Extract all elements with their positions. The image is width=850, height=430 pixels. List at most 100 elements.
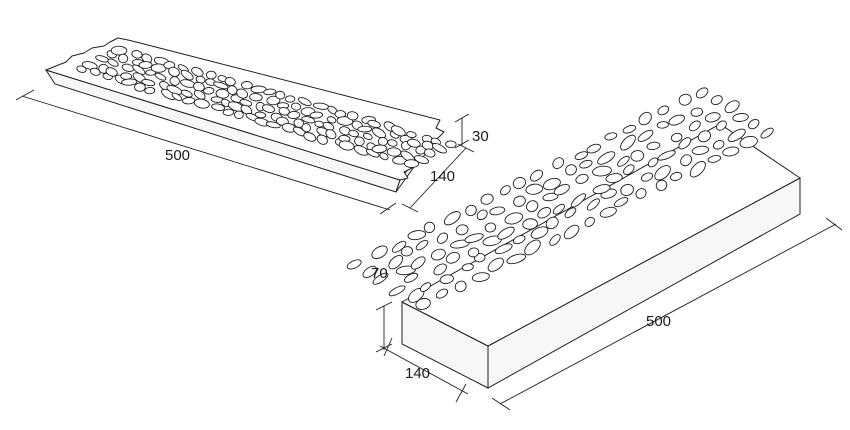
flat-grate-hole xyxy=(445,140,457,149)
block-grate-hole xyxy=(489,206,506,216)
block-height-label: 70 xyxy=(371,265,388,282)
flat-grate-hole xyxy=(301,116,316,124)
block-width-tick-b xyxy=(455,383,467,403)
block-grate-hole xyxy=(630,150,645,162)
flat-grate-hole xyxy=(182,97,196,105)
flat-length-tick-right xyxy=(379,202,397,215)
flat-grate-hole xyxy=(144,86,156,95)
block-grate-hole xyxy=(552,203,565,215)
flat-grate-hole xyxy=(224,77,236,87)
block-grate-hole xyxy=(391,240,407,253)
block-grate-hole xyxy=(388,285,406,297)
block-grate-hole xyxy=(623,164,635,176)
block-length-dimension-line xyxy=(499,223,837,405)
block-grate-hole xyxy=(467,247,480,258)
flat-grate-hole xyxy=(371,144,388,154)
block-grate-hole xyxy=(464,233,484,243)
flat-height-tick-a xyxy=(454,113,470,123)
block-grate-hole xyxy=(724,100,740,114)
block-grate-hole xyxy=(530,226,549,239)
flat-grate-hole xyxy=(215,88,230,99)
flat-grate-hole xyxy=(266,95,281,106)
flat-grate-hole xyxy=(291,102,302,111)
block-grate-hole xyxy=(604,132,618,141)
block-grate-hole xyxy=(372,272,389,285)
block-grate-hole xyxy=(575,173,589,184)
flat-grate-hole xyxy=(240,104,253,115)
block-grate-hole xyxy=(710,95,723,106)
block-grate-hole xyxy=(445,251,460,264)
flat-grate-hole xyxy=(314,120,325,128)
block-grate-hole xyxy=(455,224,469,236)
flat-grate-perforations xyxy=(76,45,457,168)
flat-grate-hole xyxy=(431,142,447,154)
block-grate-hole xyxy=(654,165,671,181)
block-grate-hole xyxy=(487,257,504,272)
block-grate-hole xyxy=(435,288,449,299)
flat-grate-hole xyxy=(406,131,417,139)
block-grate-hole xyxy=(410,256,426,270)
block-width-dimension-line xyxy=(379,345,469,395)
flat-width-tick-a xyxy=(401,203,419,213)
block-grate-hole xyxy=(499,185,511,196)
flat-grate-hole xyxy=(107,58,119,67)
block-grate-hole xyxy=(403,272,419,283)
block-grate-hole xyxy=(640,172,654,182)
flat-grate-hole xyxy=(203,87,215,95)
block-grate-hole xyxy=(362,265,377,278)
flat-grate-hole xyxy=(406,138,421,148)
flat-grate-hole xyxy=(234,110,244,120)
block-grate-hole xyxy=(526,200,539,213)
block-grate-hole xyxy=(570,193,587,208)
block-grate-hole xyxy=(415,297,431,310)
block-grate-hole xyxy=(346,259,362,270)
flat-grate-hole xyxy=(387,139,398,147)
flat-grate-hole xyxy=(403,159,420,168)
flat-grate-hole xyxy=(76,65,87,73)
flat-grate-hole xyxy=(191,66,204,77)
block-grate-hole xyxy=(638,111,652,126)
block-grate-top-face xyxy=(401,123,801,347)
block-grate-hole xyxy=(388,255,404,270)
block-grate-hole xyxy=(584,216,595,227)
block-grate-hole xyxy=(513,195,526,207)
flat-grate-hole xyxy=(121,78,138,86)
block-grate-hole xyxy=(690,107,704,117)
block-grate-hole xyxy=(512,235,526,245)
block-grate-hole xyxy=(727,128,746,142)
flat-grate xyxy=(44,37,457,193)
flat-grate-hole xyxy=(138,61,153,69)
flat-length-dimension-line xyxy=(21,95,391,211)
block-grate-hole xyxy=(542,177,561,191)
block-length-tick-left xyxy=(491,397,511,411)
block-grate-hole xyxy=(707,155,722,163)
flat-height-tick-b xyxy=(454,139,470,149)
flat-grate-hole xyxy=(180,89,193,98)
block-grate-hole xyxy=(760,127,774,139)
block-grate-hole xyxy=(646,141,661,151)
flat-grate-hole xyxy=(222,108,235,116)
block-grate-hole xyxy=(715,120,727,131)
block-grate-hole xyxy=(461,263,474,272)
block-grate-hole xyxy=(688,120,701,132)
flat-grate-hole xyxy=(301,123,312,133)
flat-length-tick-left xyxy=(15,89,35,101)
block-grate-hole xyxy=(670,171,683,182)
flat-grate-hole xyxy=(275,90,286,100)
flat-height-label: 30 xyxy=(472,128,489,145)
block-grate xyxy=(346,87,801,389)
flat-grate-hole xyxy=(414,155,429,165)
block-grate-hole xyxy=(599,206,617,218)
block-grate-hole xyxy=(657,105,670,116)
block-grate-hole xyxy=(579,159,593,169)
block-grate-hole xyxy=(537,207,552,219)
block-grate-dimensions: 70 140 500 xyxy=(371,217,843,411)
block-grate-hole xyxy=(617,155,630,167)
flat-grate-hole xyxy=(326,116,337,124)
block-grate-hole xyxy=(565,164,577,176)
flat-grate-hole xyxy=(118,53,129,64)
flat-width-dimension-line xyxy=(409,147,467,209)
block-grate-hole xyxy=(476,209,488,221)
